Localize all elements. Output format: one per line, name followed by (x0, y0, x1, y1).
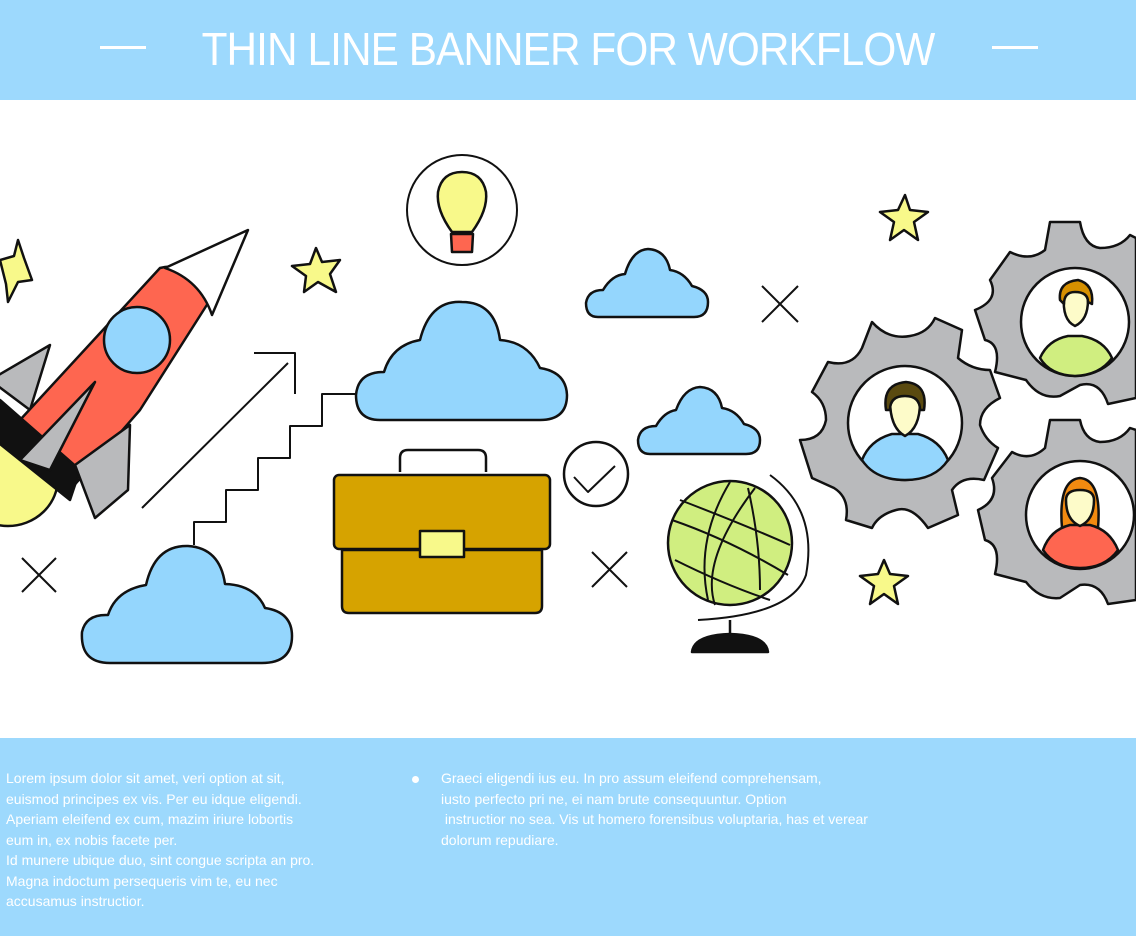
text-line: Id munere ubique duo, sint congue script… (6, 852, 315, 868)
bullet-icon (412, 776, 419, 783)
briefcase-icon (332, 448, 552, 615)
footer-right-column: Graeci eligendi ius eu. In pro assum ele… (441, 768, 941, 850)
workflow-illustration (0, 154, 1136, 665)
title-dash-right (992, 46, 1038, 49)
rocket-icon (0, 228, 250, 528)
checkmark-icon (562, 440, 630, 508)
x-mark-icon (21, 285, 799, 593)
text-line: Magna indoctum persequeris vim te, eu ne… (6, 872, 278, 889)
text-line: Graeci eligendi ius eu. In pro assum ele… (441, 770, 822, 786)
text-line: euismod principes ex vis. Per eu idque e… (6, 790, 302, 807)
text-line: Lorem ipsum dolor sit amet, veri option … (6, 770, 285, 786)
header-banner: THIN LINE BANNER FOR WORKFLOW (0, 0, 1136, 100)
text-line: eum in, ex nobis facete per. (6, 831, 178, 848)
footer-left-column: Lorem ipsum dolor sit amet, veri option … (6, 768, 386, 912)
banner-title: THIN LINE BANNER FOR WORKFLOW (201, 23, 936, 75)
text-line: instructior no sea. Vis ut homero forens… (441, 811, 868, 827)
star-icon (0, 193, 930, 606)
title-dash-left (100, 46, 146, 49)
text-line: Aperiam eleifend ex cum, mazim iriure lo… (6, 811, 294, 827)
text-line: iusto perfecto pri ne, ei nam brute cons… (441, 790, 787, 807)
avatar-circles (846, 266, 1136, 571)
cloud-icon (80, 247, 762, 665)
text-line: dolorum repudiare. (441, 831, 559, 848)
footer-text-panel: Lorem ipsum dolor sit amet, veri option … (0, 738, 1136, 936)
lightbulb-icon (406, 154, 518, 266)
text-line: accusamus instructior. (6, 893, 145, 909)
stairs-arrow-icon (141, 352, 356, 545)
globe-icon (666, 474, 810, 654)
